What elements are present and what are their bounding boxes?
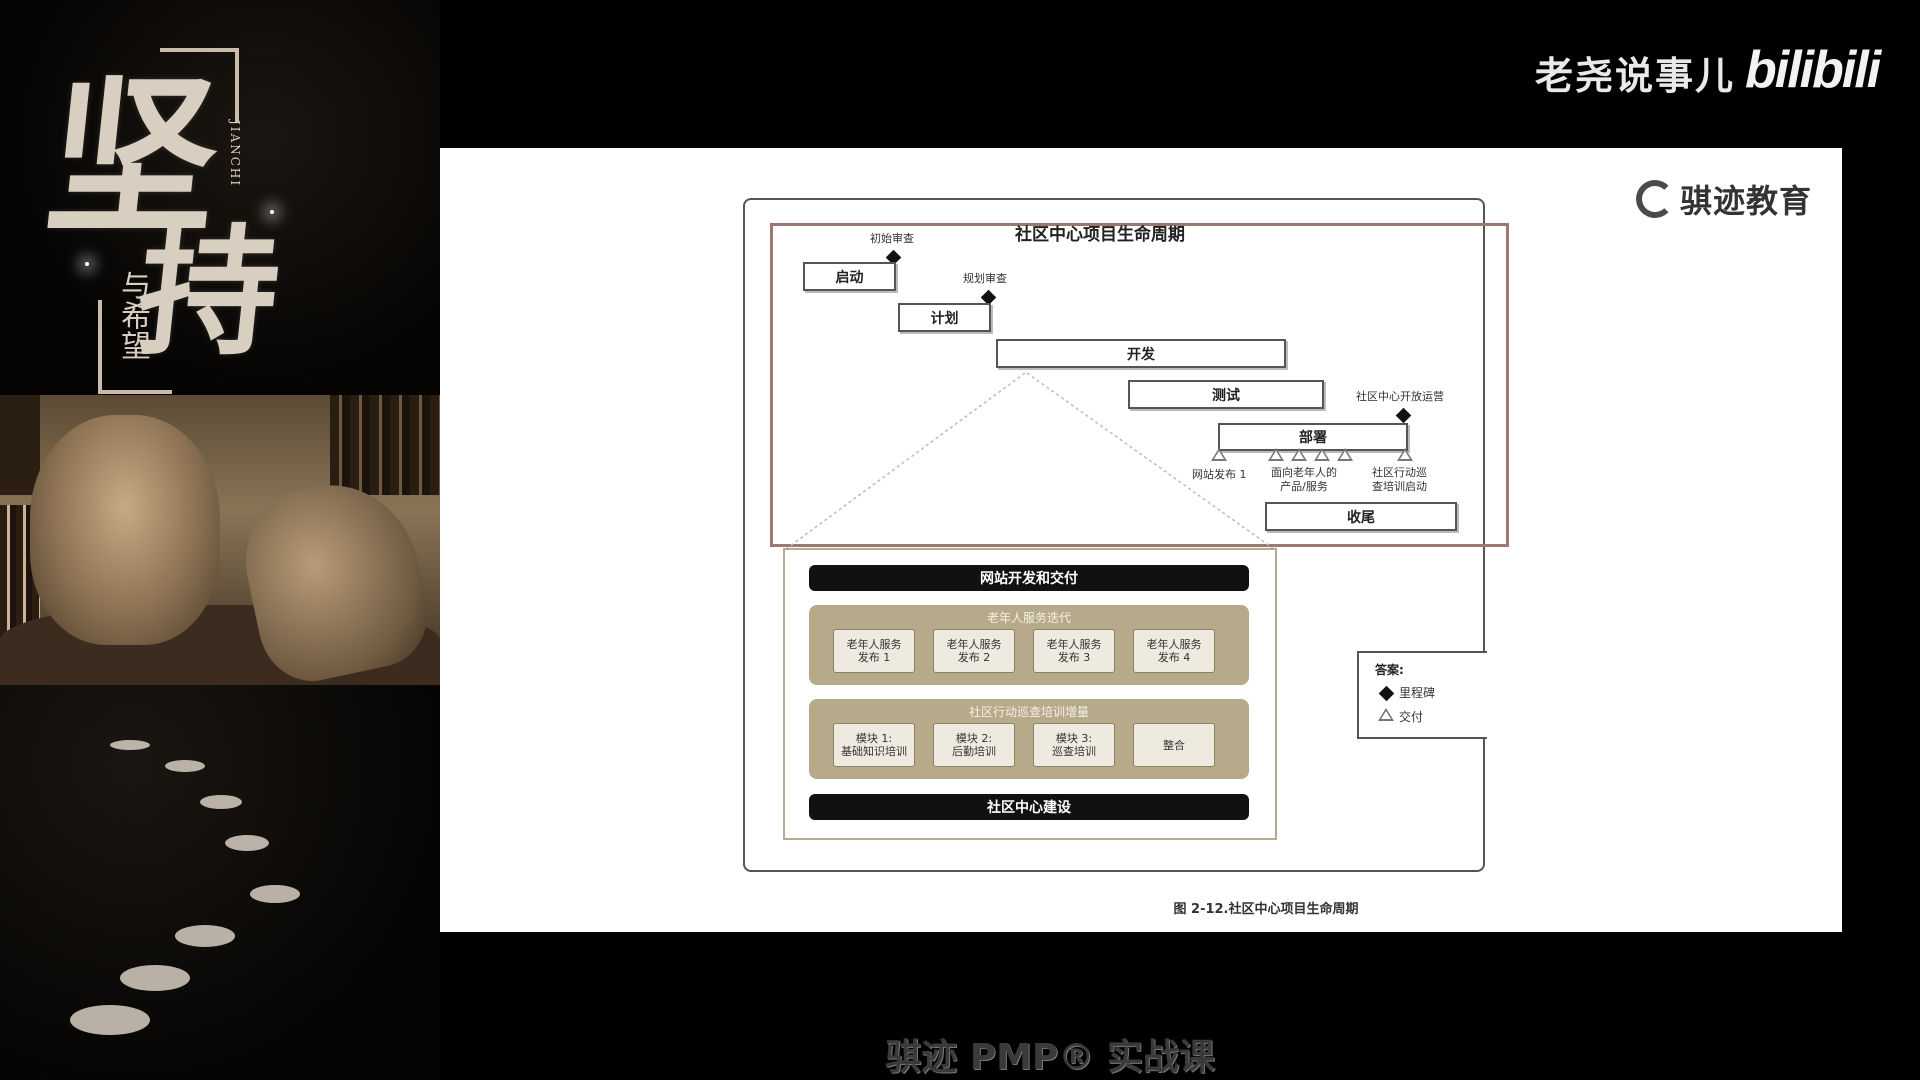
legend-milestone: 里程碑 — [1399, 686, 1436, 700]
figure-caption: 图 2-12.社区中心项目生命周期 — [1173, 902, 1359, 917]
detail-panel: 网站开发和交付 老年人服务迭代 老年人服务 发布 1 老年人服务 发布 2 老年… — [783, 548, 1277, 840]
phase-test: 测试 — [1128, 380, 1324, 409]
footprint — [200, 795, 242, 809]
diagram-title: 社区中心项目生命周期 — [1015, 225, 1185, 245]
delivery-label-website: 网站发布 1 — [1192, 468, 1247, 481]
phase-develop: 开发 — [996, 339, 1286, 368]
phase-plan: 计划 — [898, 303, 991, 332]
release-tile: 老年人服务 发布 3 — [1033, 629, 1115, 673]
release-tile: 老年人服务 发布 1 — [833, 629, 915, 673]
logo-icon — [1635, 180, 1674, 218]
logo-text: 骐迹教育 — [1679, 182, 1812, 220]
milestone-label-opening: 社区中心开放运营 — [1356, 390, 1444, 403]
poster-pinyin: JIANCHI — [228, 120, 242, 188]
phase-deploy: 部署 — [1218, 423, 1408, 451]
webcam-video — [0, 395, 440, 685]
release-tile: 老年人服务 发布 4 — [1133, 629, 1215, 673]
group-label: 老年人服务迭代 — [986, 611, 1071, 625]
website-dev-bar: 网站开发和交付 — [809, 565, 1249, 591]
community-center-bar: 社区中心建设 — [809, 794, 1249, 820]
footprint — [225, 835, 269, 851]
poster-bracket-bottom — [98, 300, 172, 394]
channel-name: 老尧说事儿 — [1535, 54, 1736, 98]
legend-title: 答案: — [1375, 663, 1404, 677]
poster-background-top: 坚 持 JIANCHI 与希望 — [0, 0, 440, 395]
legend-delivery: 交付 — [1399, 710, 1424, 724]
delivery-triangle-icon — [1211, 448, 1227, 461]
poster-background-bottom — [0, 685, 440, 1080]
bookshelf — [330, 395, 440, 495]
presentation-slide: 骐迹教育 社区中心项目生命周期 初始审查 规划审查 社区中心开放运营 启动 计划… — [440, 148, 1842, 932]
delivery-triangle-icon — [1337, 448, 1353, 461]
poster-subtitle: 与希望 — [115, 270, 150, 360]
bilibili-logo: bilibili — [1745, 41, 1881, 99]
footprint — [70, 1005, 150, 1035]
presenter-face — [30, 415, 220, 645]
course-title: 骐迹 PMP® 实战课 — [885, 1037, 1215, 1078]
footprint — [120, 965, 190, 991]
delivery-triangle-icon — [1291, 448, 1307, 461]
patrol-training-group: 社区行动巡查培训增量 模块 1: 基础知识培训 模块 2: 后勤培训 模块 3:… — [809, 699, 1249, 779]
bookshelf — [0, 395, 40, 495]
delivery-triangle-icon — [1314, 448, 1330, 461]
release-tile: 老年人服务 发布 2 — [933, 629, 1015, 673]
module-tile: 模块 1: 基础知识培训 — [833, 723, 915, 767]
footprint — [250, 885, 300, 903]
phase-initiate: 启动 — [803, 262, 896, 291]
delivery-triangle-icon — [1268, 448, 1284, 461]
module-tile: 整合 — [1133, 723, 1215, 767]
delivery-triangle-icon — [1397, 448, 1413, 461]
phase-close: 收尾 — [1265, 502, 1457, 531]
poster-star — [270, 210, 274, 214]
poster-bracket-top — [160, 48, 239, 122]
slide-logo: 骐迹教育 — [1635, 176, 1812, 222]
elderly-iteration-group: 老年人服务迭代 老年人服务 发布 1 老年人服务 发布 2 老年人服务 发布 3… — [809, 605, 1249, 685]
legend-diamond-icon — [1378, 685, 1395, 702]
milestone-label-initial-review: 初始审查 — [870, 232, 914, 245]
delivery-label-elderly: 面向老年人的 产品/服务 — [1271, 466, 1337, 493]
legend-triangle-icon — [1378, 708, 1394, 721]
legend: 答案: 里程碑 交付 — [1357, 651, 1487, 739]
diagram-frame — [743, 198, 1485, 872]
module-tile: 模块 2: 后勤培训 — [933, 723, 1015, 767]
footprint — [175, 925, 235, 947]
group-label: 社区行动巡查培训增量 — [968, 705, 1089, 719]
left-panel: 坚 持 JIANCHI 与希望 — [0, 0, 440, 1080]
footprint — [165, 760, 205, 772]
module-tile: 模块 3: 巡查培训 — [1033, 723, 1115, 767]
delivery-label-patrol: 社区行动巡 查培训启动 — [1372, 466, 1427, 493]
milestone-label-planning-review: 规划审查 — [963, 272, 1007, 285]
footprint — [110, 740, 150, 750]
poster-star — [85, 262, 89, 266]
